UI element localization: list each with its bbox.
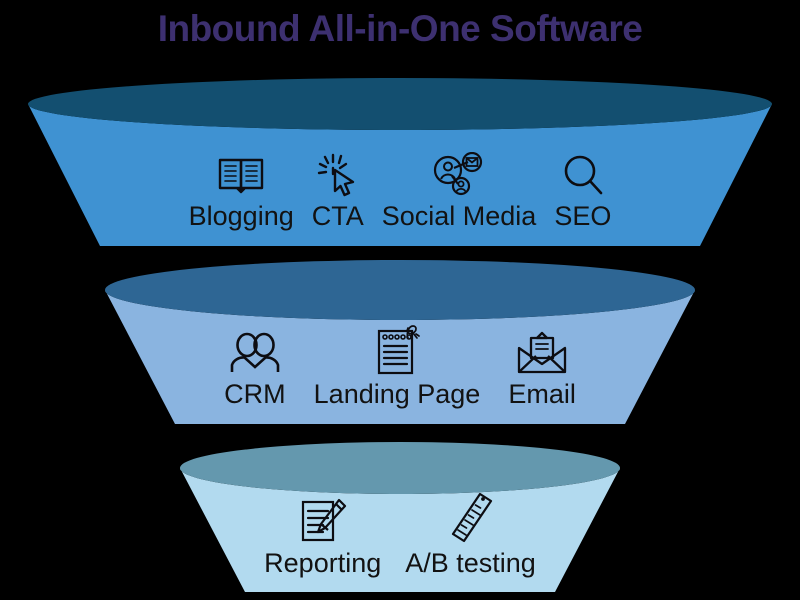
funnel-item-reporting[interactable]: Reporting [264,495,381,577]
funnel-item-label: Reporting [264,547,382,578]
funnel-item-social-media[interactable]: Social Media [381,151,537,231]
two-people-icon [228,332,282,376]
funnel-item-label: Landing Page [313,378,481,409]
funnel-item-label: Blogging [188,200,294,231]
funnel-tier-1-rim [28,78,772,130]
funnel-tier-3-body [180,468,620,592]
social-network-icon [430,151,488,198]
open-book-icon [217,154,265,198]
open-envelope-icon [515,330,569,376]
funnel-item-seo[interactable]: SEO [554,152,611,230]
funnel-item-email[interactable]: Email [508,330,576,408]
funnel-tier-1-items: Blogging CTA [110,140,690,230]
notepad-icon [372,322,422,376]
funnel-item-label: SEO [554,200,612,231]
funnel-item-cta[interactable]: CTA [312,152,364,230]
funnel-item-label: CRM [224,378,286,409]
page-title: Inbound All-in-One Software [157,8,643,49]
click-cursor-icon [313,152,363,198]
funnel-tier-2-items: CRM [175,318,625,408]
magnifier-icon [560,152,606,198]
funnel-tier-3-rim [180,442,620,494]
funnel-item-label: CTA [311,200,364,231]
funnel-item-ab-testing[interactable]: A/B testing [405,491,536,577]
document-pencil-icon [297,495,349,545]
funnel-tier-2-rim [105,260,695,320]
funnel-item-landing-page[interactable]: Landing Page [313,322,481,409]
funnel-item-blogging[interactable]: Blogging [189,154,294,230]
funnel-item-label: Social Media [381,200,537,231]
funnel-tier-3-items: Reporting [240,487,560,577]
funnel-item-label: A/B testing [405,547,536,578]
funnel-tier-1-body [28,104,772,246]
funnel-item-label: Email [508,378,576,409]
ruler-icon [446,491,496,545]
funnel-item-crm[interactable]: CRM [224,332,286,408]
